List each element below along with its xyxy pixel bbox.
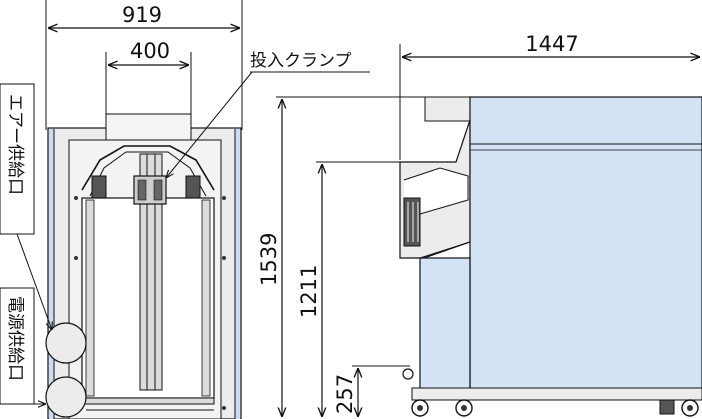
front-right-plate xyxy=(185,175,201,199)
front-view xyxy=(45,113,242,419)
dim-base-height: 257 xyxy=(333,365,410,417)
dim-1447-text: 1447 xyxy=(525,32,578,56)
dim-1211-text: 1211 xyxy=(297,265,321,318)
side-main-body xyxy=(469,96,702,390)
input-clamp-callout: 投入クランプ xyxy=(166,51,370,178)
dim-front-inner-width: 400 xyxy=(105,39,192,116)
side-top-block xyxy=(424,96,471,122)
side-lower-body xyxy=(419,257,471,390)
power-supply-callout: 電源供給口 xyxy=(0,287,46,404)
dim-inlet-height: 1211 xyxy=(297,161,400,417)
dim-257-text: 257 xyxy=(333,374,357,414)
dim-total-height: 1539 xyxy=(257,96,425,417)
air-port-circle xyxy=(45,322,87,364)
air-supply-callout: エアー供給口 xyxy=(0,83,52,330)
dim-1539-text: 1539 xyxy=(257,233,281,286)
air-supply-label: エアー供給口 xyxy=(5,94,25,195)
dim-919-text: 919 xyxy=(122,3,162,27)
front-clamp-arms xyxy=(81,145,215,191)
power-port-circle xyxy=(45,376,87,418)
dim-side-depth: 1447 xyxy=(399,32,700,160)
front-top-block xyxy=(105,113,192,141)
front-left-plate xyxy=(91,175,107,199)
front-right-rail xyxy=(235,129,240,419)
dim-front-width: 919 xyxy=(45,0,243,130)
side-base xyxy=(411,387,702,401)
input-clamp-label: 投入クランプ xyxy=(250,51,352,71)
power-supply-label: 電源供給口 xyxy=(5,296,25,381)
front-left-rail xyxy=(49,129,54,419)
front-center-rail xyxy=(139,153,163,391)
dim-400-text: 400 xyxy=(130,39,170,63)
side-view xyxy=(399,96,702,417)
